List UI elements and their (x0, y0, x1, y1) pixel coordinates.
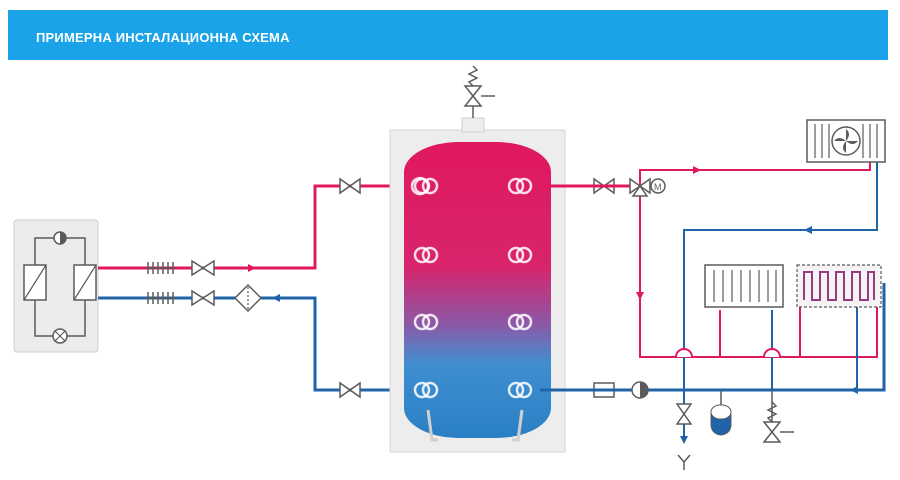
svg-text:M: M (654, 182, 662, 192)
expansion-vessel-icon (710, 390, 732, 436)
buffer-tank (389, 117, 566, 453)
underfloor-heating-loop (796, 264, 882, 308)
heat-pump-return-line (98, 294, 412, 392)
drain-outlet-icon (675, 403, 693, 470)
heating-supply-line (540, 160, 878, 358)
three-way-mixing-valve-icon: M (629, 177, 666, 197)
safety-valve-icon (463, 65, 495, 118)
circuit-safety-valve-icon (762, 390, 794, 443)
heat-pump-supply-line (98, 184, 412, 272)
fan-icon (831, 126, 861, 156)
strainer-filter-icon (233, 283, 263, 313)
page-title: ПРИМЕРНА ИНСТАЛАЦИОННА СХЕМА (36, 30, 290, 45)
header-bar: ПРИМЕРНА ИНСТАЛАЦИОННА СХЕМА (8, 10, 888, 60)
heat-pump-unit (13, 219, 99, 353)
circulation-pump-icon (631, 381, 649, 399)
fan-coil-unit (806, 119, 886, 163)
shutoff-valve-icon (191, 177, 615, 399)
radiator (704, 264, 784, 308)
flex-connector-icon (146, 262, 175, 304)
